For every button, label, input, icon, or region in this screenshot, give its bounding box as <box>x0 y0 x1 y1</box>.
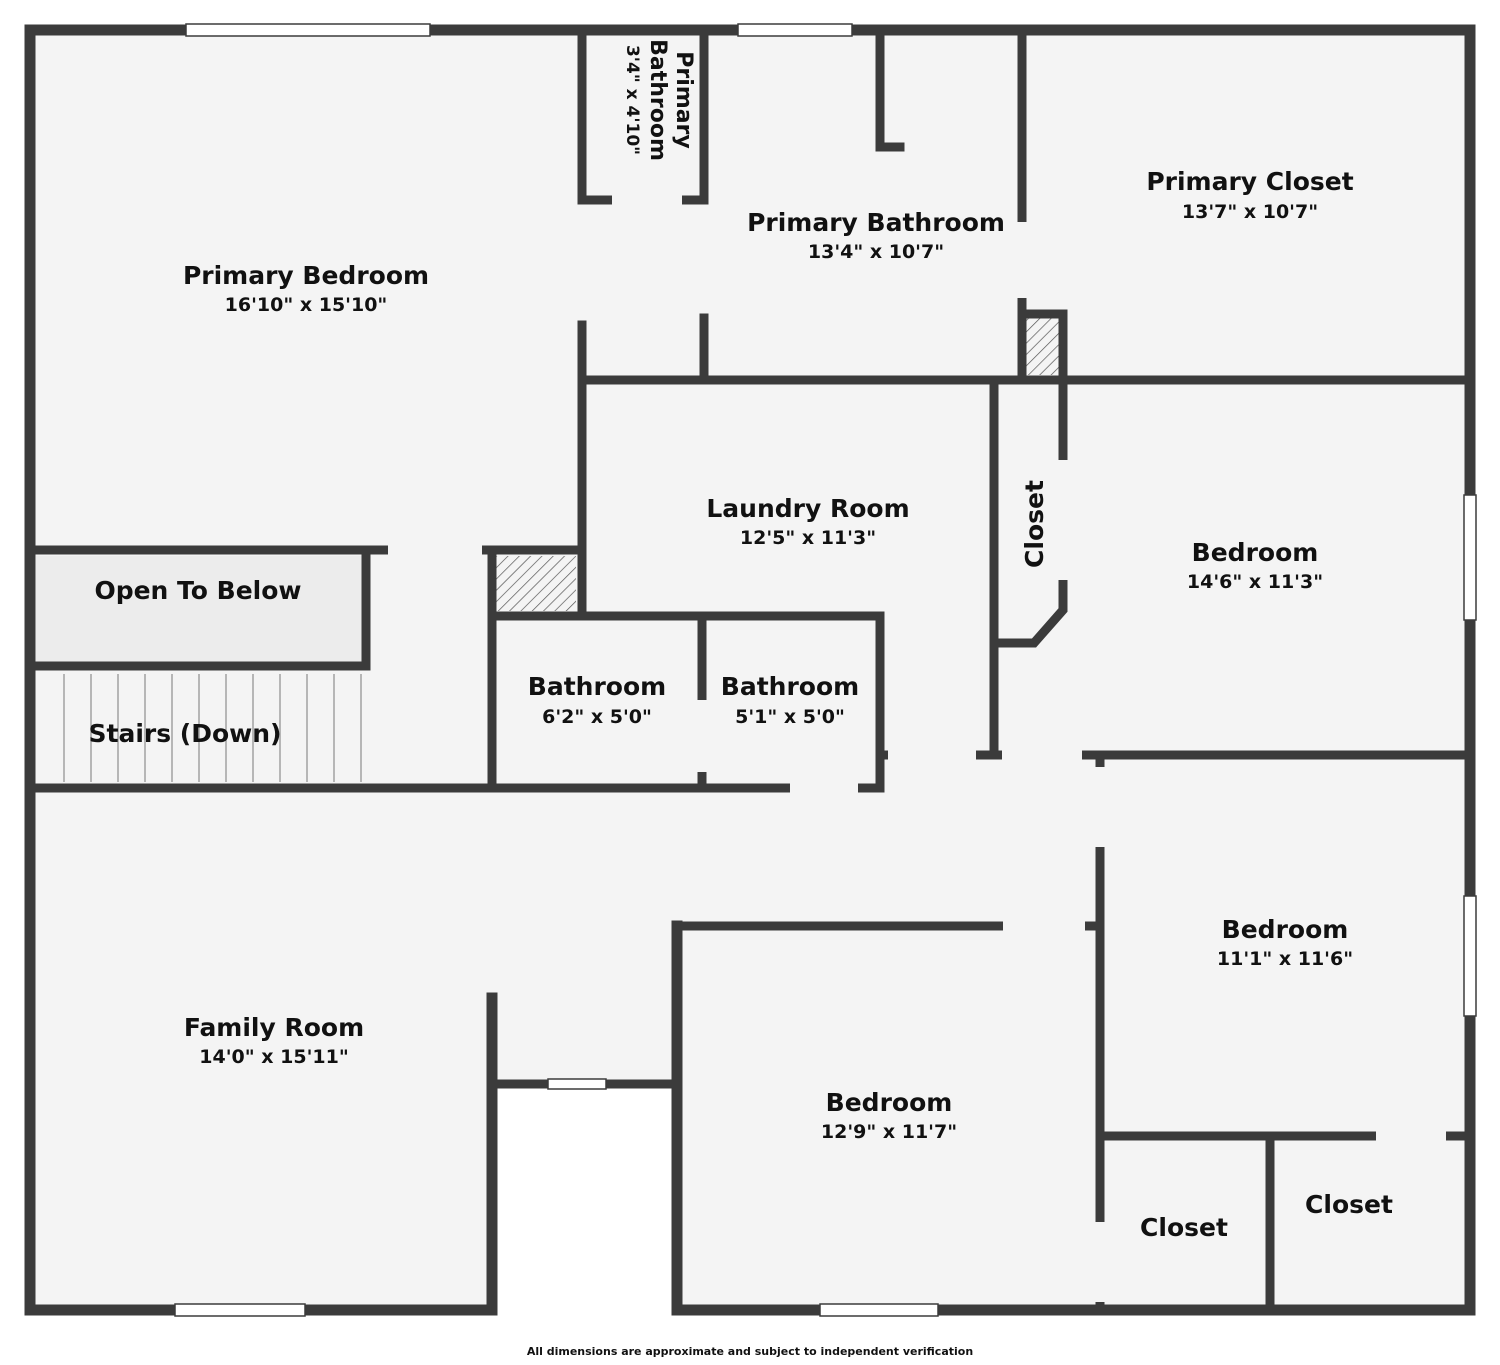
room-name-line-2: Bathroom <box>645 39 670 161</box>
room-dimensions: 13'4" x 10'7" <box>808 241 944 263</box>
windows <box>174 23 1477 1317</box>
room-name: Closet <box>1020 480 1049 568</box>
room-dimensions: 11'1" x 11'6" <box>1217 948 1353 970</box>
room-name: Laundry Room <box>706 494 909 523</box>
room-dimensions: 13'7" x 10'7" <box>1182 201 1318 223</box>
room-name: Primary Closet <box>1146 167 1353 196</box>
area-name: Open To Below <box>94 576 301 605</box>
room-dimensions: 16'10" x 15'10" <box>225 294 388 316</box>
door-openings <box>388 195 1446 1302</box>
room-name: Closet <box>1140 1213 1228 1242</box>
room-primary-bathroom-wc: Primary Bathroom 3'4" x 4'10" <box>622 39 696 161</box>
room-bathroom-left: Bathroom 6'2" x 5'0" <box>528 672 666 728</box>
area-stairs: Stairs (Down) <box>89 719 282 748</box>
room-primary-bathroom: Primary Bathroom 13'4" x 10'7" <box>747 208 1005 263</box>
room-bathroom-right: Bathroom 5'1" x 5'0" <box>721 672 859 728</box>
hatched-chase-lower <box>496 556 576 611</box>
room-name: Bedroom <box>1222 915 1349 944</box>
room-family: Family Room 14'0" x 15'11" <box>184 1013 364 1068</box>
hatched-chase-upper <box>1025 318 1059 375</box>
room-bedroom-lower-right: Bedroom 11'1" x 11'6" <box>1217 915 1353 970</box>
room-name: Primary Bedroom <box>183 261 429 290</box>
room-laundry: Laundry Room 12'5" x 11'3" <box>706 494 909 549</box>
room-dimensions: 6'2" x 5'0" <box>542 706 652 728</box>
room-name-line-1: Primary <box>671 51 696 148</box>
room-dimensions: 12'9" x 11'7" <box>821 1121 957 1143</box>
room-closet-vertical: Closet <box>1020 480 1049 568</box>
room-closet-b: Closet <box>1305 1190 1393 1219</box>
room-name: Closet <box>1305 1190 1393 1219</box>
room-dimensions: 12'5" x 11'3" <box>740 527 876 549</box>
open-to-below-area <box>36 556 362 666</box>
floor-area <box>30 30 1470 1310</box>
room-bedroom-center: Bedroom 12'9" x 11'7" <box>821 1088 957 1143</box>
room-primary-closet: Primary Closet 13'7" x 10'7" <box>1146 167 1353 223</box>
room-primary-bedroom: Primary Bedroom 16'10" x 15'10" <box>183 261 429 316</box>
dimensions-disclaimer: All dimensions are approximate and subje… <box>526 1345 974 1358</box>
room-dimensions: 14'6" x 11'3" <box>1187 571 1323 593</box>
stair-treads <box>63 674 362 782</box>
room-bedroom-right: Bedroom 14'6" x 11'3" <box>1187 538 1323 593</box>
room-dimensions: 3'4" x 4'10" <box>622 45 642 155</box>
room-name: Family Room <box>184 1013 364 1042</box>
area-open-to-below: Open To Below <box>94 576 301 605</box>
room-name: Bathroom <box>528 672 666 701</box>
room-dimensions: 14'0" x 15'11" <box>199 1046 348 1068</box>
area-name: Stairs (Down) <box>89 719 282 748</box>
room-name: Primary Bathroom <box>747 208 1005 237</box>
room-dimensions: 5'1" x 5'0" <box>735 706 845 728</box>
room-closet-a: Closet <box>1140 1213 1228 1242</box>
room-name: Bathroom <box>721 672 859 701</box>
room-name: Bedroom <box>826 1088 953 1117</box>
room-name: Bedroom <box>1192 538 1319 567</box>
